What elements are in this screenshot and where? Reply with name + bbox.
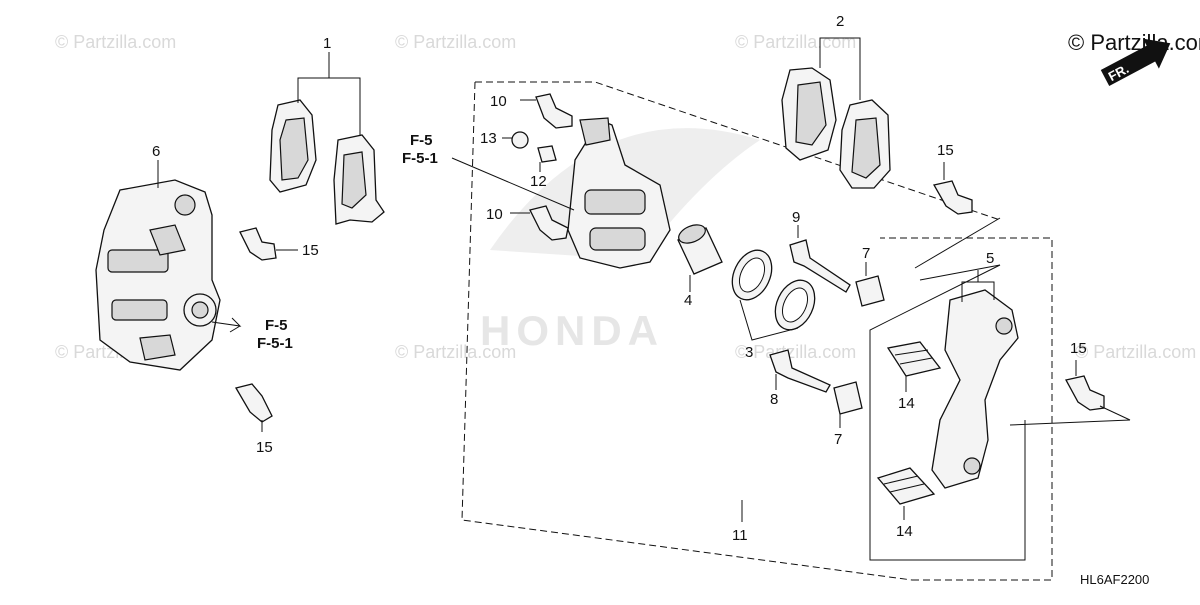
- piston-4: [677, 224, 723, 292]
- ref-label-f51: F-5-1: [257, 335, 293, 352]
- bolt-15: [235, 383, 273, 432]
- brake-pad-set-2: [781, 67, 891, 189]
- slide-pin-9: [789, 225, 851, 293]
- callout-1: 1: [323, 35, 331, 52]
- callout-7: 7: [834, 431, 842, 448]
- callout-9: 9: [792, 209, 800, 226]
- bolt-15: [239, 227, 298, 261]
- watermark-text: © Partzilla.com: [395, 342, 516, 362]
- callout-4: 4: [684, 292, 692, 309]
- ref-label-f5: F-5: [410, 132, 433, 149]
- watermark-text: © Partzilla.com: [735, 342, 856, 362]
- callout-8: 8: [770, 391, 778, 408]
- pin-boot-7: [855, 262, 885, 307]
- callout-2: 2: [836, 13, 844, 30]
- bleed-cap-13: [502, 131, 529, 149]
- callout-11: 11: [732, 527, 748, 544]
- piston-seal-3: [731, 249, 816, 331]
- caliper-assembly-11: [567, 117, 671, 269]
- ref-label-f51: F-5-1: [402, 150, 438, 167]
- bolt-10: [510, 205, 569, 241]
- callout-10: 10: [486, 206, 503, 223]
- bleed-screw-12: [537, 145, 557, 172]
- callout-14: 14: [898, 395, 915, 412]
- callout-15: 15: [256, 439, 273, 456]
- pad-spring-14: [886, 341, 942, 392]
- bolt-10: [520, 93, 573, 129]
- background-logo-text: HONDA: [480, 307, 664, 354]
- brake-pad-set-1: [269, 99, 385, 225]
- caliper-bracket-5: [931, 289, 1019, 489]
- watermark-text: © Partzilla.com: [395, 32, 516, 52]
- pin-boot-7: [833, 381, 863, 428]
- brand-logo: © Partzilla.com: [1068, 30, 1200, 55]
- diagram-code: HL6AF2200: [1080, 572, 1149, 587]
- callout-14: 14: [896, 523, 913, 540]
- callout-3: 3: [745, 344, 753, 361]
- bolt-15: [1065, 360, 1105, 411]
- watermark-text: © Partzilla.com: [735, 32, 856, 52]
- callout-7: 7: [862, 245, 870, 262]
- bracket-outline-5: [919, 264, 1001, 281]
- callout-12: 12: [530, 173, 547, 190]
- callout-15: 15: [302, 242, 319, 259]
- watermark-text: © Partzilla.com: [55, 32, 176, 52]
- callout-15: 15: [937, 142, 954, 159]
- assembly-outline-11: [461, 81, 913, 581]
- bracket-outline-5: [869, 264, 1026, 561]
- watermark-text: © Partzilla.com: [1075, 342, 1196, 362]
- callout-13: 13: [480, 130, 497, 147]
- assembly-outline-11: [475, 81, 1001, 221]
- callout-5: 5: [986, 250, 994, 267]
- caliper-body-6: [95, 179, 221, 371]
- callout-15: 15: [1070, 340, 1087, 357]
- bolt-15: [932, 162, 973, 215]
- pad-spring-14: [876, 467, 936, 520]
- slide-pin-8: [769, 349, 831, 393]
- callout-6: 6: [152, 143, 160, 160]
- ref-label-f5: F-5: [265, 317, 288, 334]
- callout-10: 10: [490, 93, 507, 110]
